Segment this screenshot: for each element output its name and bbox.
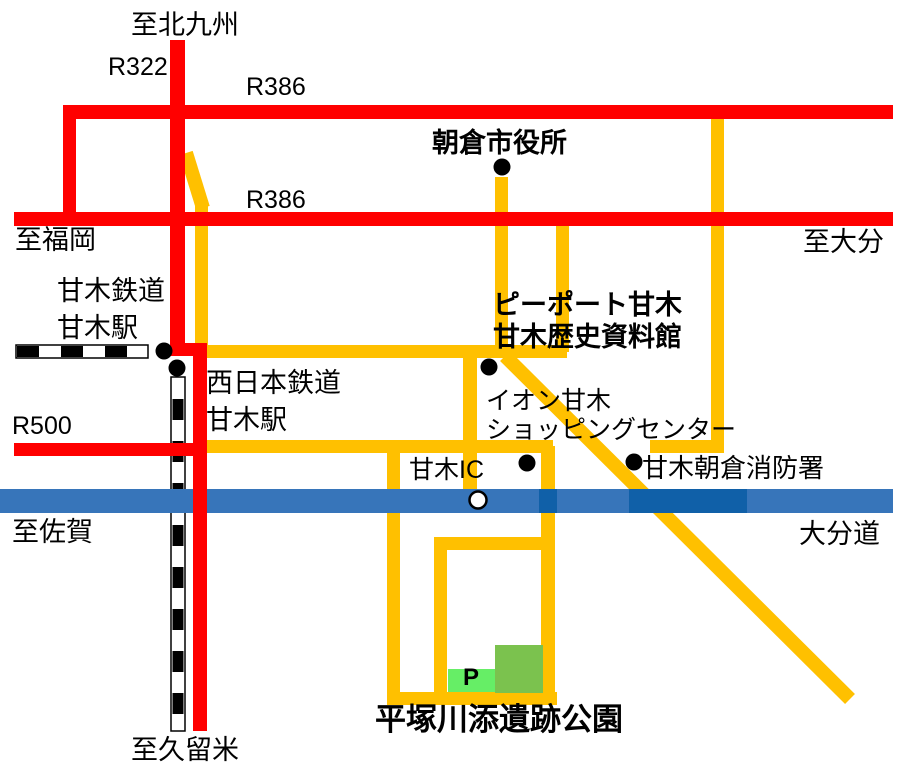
- label-to-kurume: 至久留米: [131, 735, 239, 765]
- expressway-main: [0, 489, 893, 513]
- label-peepo-2: 甘木歴史資料館: [493, 322, 682, 352]
- label-parking: P: [463, 664, 480, 691]
- label-r386-top: R386: [246, 73, 306, 101]
- expressway-dark-segment-2: [629, 489, 747, 513]
- label-r386-mid: R386: [246, 186, 306, 214]
- label-to-kitakyushu: 至北九州: [131, 10, 239, 40]
- label-r322: R322: [108, 53, 168, 81]
- label-amagi-railway-station-2: 甘木駅: [57, 313, 138, 343]
- label-nishitetsu-station-1: 西日本鉄道: [206, 368, 341, 398]
- amagi-railway-line: [15, 344, 149, 359]
- label-to-oita: 至大分: [803, 227, 884, 257]
- road-diagonal-southeast: [500, 351, 855, 704]
- label-aeon-1: イオン甘木: [486, 387, 612, 415]
- label-expressway-name: 大分道: [799, 519, 880, 549]
- label-nishitetsu-station-2: 甘木駅: [206, 405, 287, 435]
- label-amagi-railway-station-1: 甘木鉄道: [57, 276, 165, 306]
- road-east-vertical: [711, 119, 724, 453]
- road-r386-top: [63, 105, 893, 119]
- railway-vertical-base: [170, 376, 186, 732]
- aeon-dot: [518, 454, 536, 472]
- road-ramp-horizontal: [434, 537, 555, 550]
- poi-markers: [155, 158, 643, 510]
- label-amagi-ic: 甘木IC: [409, 456, 485, 484]
- road-park-east-vertical: [541, 446, 555, 705]
- road-red-south-vertical: [193, 343, 207, 731]
- label-fire-station: 甘木朝倉消防署: [642, 453, 825, 483]
- label-city-hall: 朝倉市役所: [432, 128, 567, 158]
- amagi-ic-circle: [468, 490, 488, 510]
- peepo-dot: [480, 358, 498, 376]
- road-diagonal-near-r322: [179, 150, 210, 211]
- parking-area: [448, 669, 495, 692]
- road-r386-mid: [14, 212, 893, 226]
- road-r322-vertical: [170, 40, 185, 350]
- expressway-dark-segment-1: [539, 489, 557, 513]
- road-ic-horizontal-east: [650, 440, 724, 453]
- amagi-railway-station-dot: [155, 342, 173, 360]
- label-to-saga: 至佐賀: [12, 517, 93, 547]
- road-parallel-to-rail-vertical: [195, 200, 208, 352]
- label-aeon-2: ショッピングセンター: [486, 416, 737, 444]
- road-park-west-vertical: [387, 446, 400, 705]
- expressway-band: [0, 489, 893, 513]
- label-to-fukuoka: 至福岡: [15, 225, 96, 255]
- road-r386-west-connector: [63, 105, 76, 226]
- label-peepo-1: ピーポート甘木: [493, 290, 682, 320]
- national-roads: [14, 40, 893, 731]
- label-r500: R500: [12, 412, 72, 440]
- nishitetsu-station-dot: [168, 359, 186, 377]
- road-mid-vertical: [556, 226, 569, 352]
- road-ic-approach-vertical: [463, 352, 477, 490]
- road-park-middle-vertical: [434, 537, 447, 699]
- road-park-bottom-horizontal: [387, 692, 557, 705]
- road-r500-horizontal: [14, 443, 207, 456]
- park-area: [495, 645, 543, 693]
- city-hall-dot: [493, 158, 511, 176]
- nishitetsu-railway-line: [170, 376, 186, 732]
- label-park-name: 平塚川添遺跡公園: [375, 702, 623, 737]
- fire-station-dot: [625, 453, 643, 471]
